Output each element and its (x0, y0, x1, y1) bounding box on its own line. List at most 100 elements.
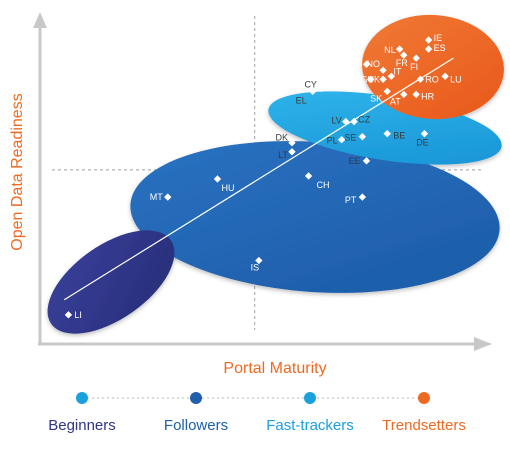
point-label: FR (396, 58, 408, 68)
point-hu: HU (213, 175, 234, 193)
legend-item-beginners: Beginners (48, 392, 116, 434)
point-mt: MT (150, 192, 172, 202)
point-label: IT (393, 66, 402, 76)
point-label: FI (410, 62, 418, 72)
point-marker (412, 54, 420, 62)
point-marker (400, 90, 408, 99)
legend-marker (418, 392, 430, 404)
point-si: SI (354, 58, 371, 68)
point-marker (395, 45, 404, 53)
point-marker (420, 129, 429, 138)
point-marker (164, 193, 172, 201)
y-axis-title: Open Data Readiness (9, 93, 26, 250)
legend: Beginners Followers Fast-trackers Trends… (48, 392, 466, 434)
x-axis-title: Portal Maturity (223, 360, 326, 377)
point-de: DE (416, 129, 429, 148)
point-label: MT (150, 192, 163, 202)
point-label: DK (275, 133, 288, 143)
point-fi: FI (410, 54, 420, 72)
axes (33, 12, 492, 351)
legend-item-fast-trackers: Fast-trackers (266, 392, 354, 434)
legend-item-trendsetters: Trendsetters (382, 392, 466, 434)
legend-label: Trendsetters (382, 417, 466, 434)
point-marker (213, 175, 222, 183)
cluster-ellipses (47, 14, 504, 334)
point-label: CZ (358, 115, 370, 125)
point-label: LV (331, 116, 341, 126)
point-label: SK (370, 93, 382, 103)
point-ch: CH (304, 172, 330, 190)
point-marker (424, 45, 433, 53)
point-uk: UK (368, 74, 387, 84)
point-marker (424, 36, 433, 44)
point-marker (366, 75, 375, 83)
point-label: DE (416, 138, 429, 148)
point-label: RO (425, 74, 439, 84)
point-at: AT (390, 90, 408, 106)
point-sk: SK (370, 87, 391, 103)
point-dk: DK (275, 133, 296, 147)
point-marker (288, 139, 296, 147)
point-label: PL (327, 136, 338, 146)
point-marker (400, 51, 408, 59)
cluster-beginners-ellipse (47, 230, 175, 334)
point-ro: RO (416, 74, 439, 84)
point-label: EL (296, 95, 307, 105)
point-label: CY (304, 79, 317, 89)
trend-line (63, 57, 454, 301)
point-marker (304, 172, 313, 180)
point-label: NL (384, 45, 396, 55)
point-label: EE (348, 156, 360, 166)
point-label: LT (278, 150, 288, 160)
point-label: LI (74, 310, 82, 320)
point-marker (416, 75, 424, 83)
point-label: CH (317, 180, 330, 190)
point-bg: BG (355, 74, 375, 84)
y-axis-arrow (33, 12, 47, 28)
legend-marker (76, 392, 88, 404)
point-marker (309, 87, 317, 96)
point-lu: LU (441, 72, 462, 84)
legend-marker (190, 392, 202, 404)
point-label: SI (354, 58, 363, 68)
point-label: AT (390, 96, 401, 106)
point-label: BE (393, 131, 405, 141)
point-marker (317, 84, 325, 93)
point-lt: LT (278, 148, 296, 160)
legend-item-followers: Followers (164, 392, 228, 434)
point-marker (379, 66, 387, 74)
point-marker (383, 129, 391, 138)
point-cy: CY (304, 79, 325, 93)
point-es: ES (424, 43, 446, 53)
point-label: BG (355, 74, 368, 84)
legend-label: Beginners (48, 417, 116, 434)
point-fr: FR (396, 51, 408, 68)
cluster-followers-ellipse (130, 141, 500, 293)
point-hr: HR (412, 90, 435, 101)
point-marker (383, 87, 391, 96)
point-marker (288, 148, 296, 156)
point-be: BE (383, 129, 405, 141)
point-marker (379, 75, 387, 83)
point-el: EL (296, 87, 317, 105)
point-label: ES (434, 43, 446, 53)
point-label: PT (345, 195, 357, 205)
point-marker (387, 72, 396, 80)
point-nl: NL (384, 45, 404, 55)
point-label: NO (367, 59, 381, 69)
legend-marker (304, 392, 316, 404)
point-label: HR (421, 91, 434, 101)
point-ie: IE (424, 33, 443, 44)
point-no: NO (367, 59, 387, 74)
legend-label: Followers (164, 417, 228, 434)
point-label: IE (434, 33, 443, 43)
point-it: IT (387, 66, 402, 80)
point-is: IS (251, 256, 263, 273)
point-label: LU (450, 74, 462, 84)
point-label: UK (368, 74, 381, 84)
point-label: HU (221, 183, 234, 193)
point-marker (362, 60, 371, 68)
point-label: SE (344, 133, 356, 143)
